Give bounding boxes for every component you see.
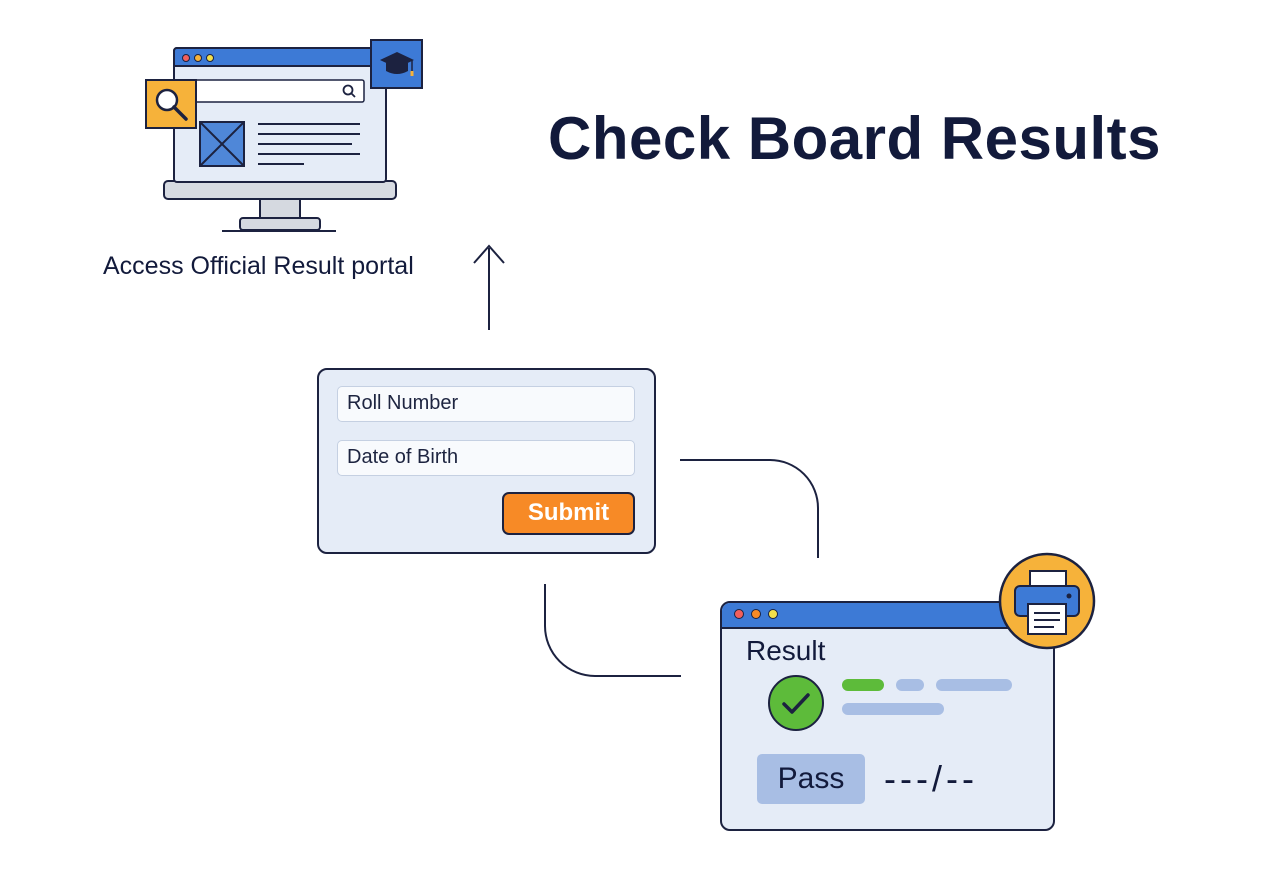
search-tile-icon	[145, 79, 197, 129]
window-maximize-dot	[768, 609, 778, 619]
arrow-up-icon	[473, 244, 505, 330]
roll-number-input[interactable]: Roll Number	[337, 386, 635, 422]
login-form: Roll Number Date of Birth Submit	[317, 368, 656, 554]
result-titlebar	[722, 603, 1053, 629]
window-close-dot	[734, 609, 744, 619]
date-of-birth-input[interactable]: Date of Birth	[337, 440, 635, 476]
window-minimize-dot	[751, 609, 761, 619]
result-detail-lines	[842, 679, 1012, 715]
result-heading: Result	[746, 635, 826, 666]
result-window: Result Pass ---/--	[720, 601, 1055, 831]
connector-form-to-result	[680, 459, 819, 558]
page-title: Check Board Results	[548, 105, 1162, 172]
connector-result-to-form	[544, 584, 681, 677]
check-circle-icon	[768, 675, 824, 731]
submit-button[interactable]: Submit	[502, 492, 635, 535]
image-placeholder-icon	[199, 121, 245, 167]
monitor-illustration	[145, 39, 423, 232]
graduation-cap-icon	[370, 39, 423, 89]
search-icon	[342, 84, 356, 98]
printer-icon[interactable]	[998, 552, 1098, 652]
portal-caption: Access Official Result portal	[103, 252, 414, 280]
score-text: ---/--	[884, 758, 978, 799]
status-badge: Pass	[757, 754, 865, 804]
